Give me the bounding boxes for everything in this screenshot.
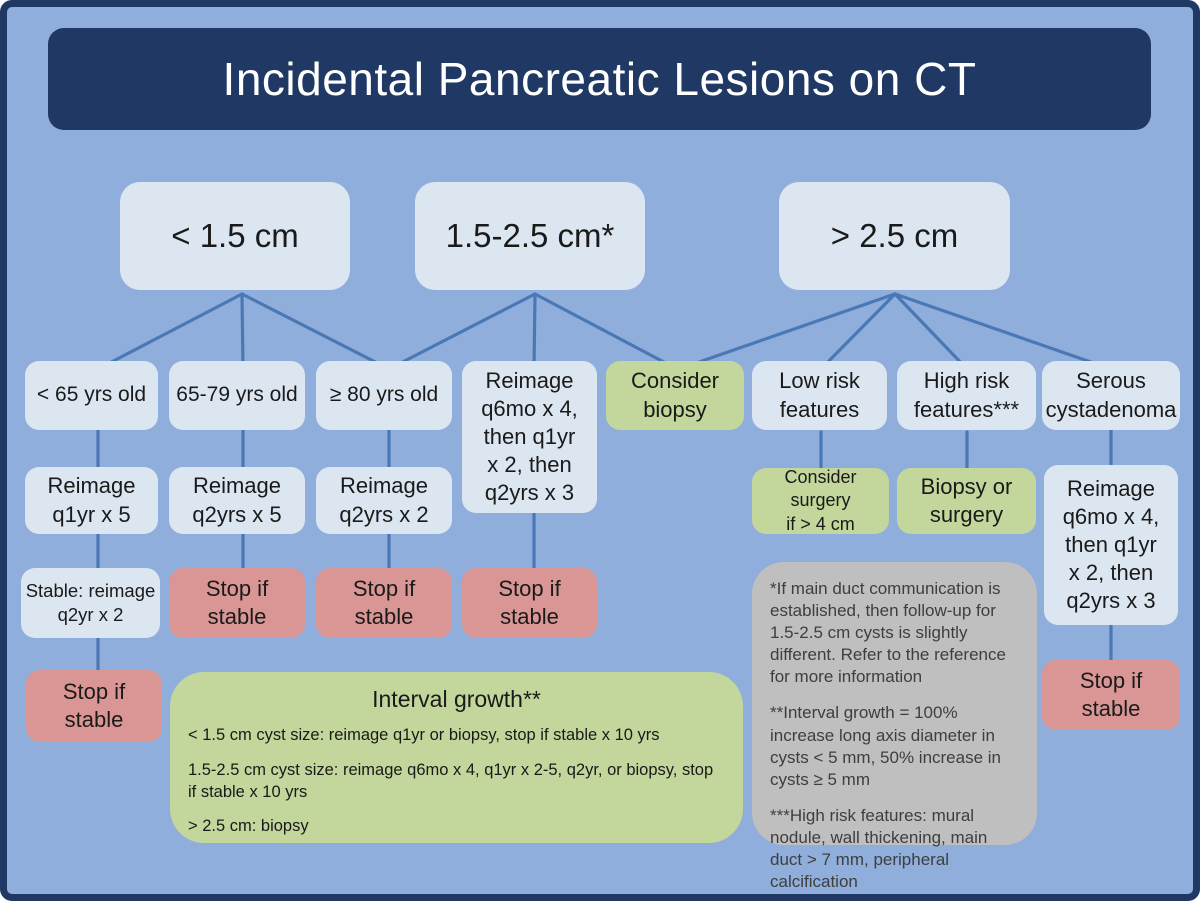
interval-growth-panel: Interval growth** < 1.5 cm cyst size: re… <box>170 672 743 843</box>
node-low-risk-features: Low risk features <box>752 361 887 430</box>
node-serous-cystadenoma: Serous cystadenoma <box>1042 361 1180 430</box>
node-age-65-79: 65-79 yrs old <box>169 361 305 430</box>
connector-line <box>240 292 245 371</box>
connector-line <box>240 292 391 371</box>
footnote-high-risk: ***High risk features: mural nodule, wal… <box>770 805 988 892</box>
connector-line <box>893 292 969 371</box>
interval-growth-title: Interval growth** <box>372 686 541 712</box>
node-stop-if-stable-3: Stop if stable <box>316 568 452 638</box>
node-stop-if-stable-2: Stop if stable <box>169 568 305 638</box>
node-size-1-5-2-5cm: 1.5-2.5 cm* <box>415 182 645 290</box>
node-reimage-q1yr-x5: Reimage q1yr x 5 <box>25 467 158 534</box>
node-age-lt-65: < 65 yrs old <box>25 361 158 430</box>
footnotes-panel: *If main duct communication is establish… <box>752 562 1037 891</box>
node-stop-if-stable-1: Stop if stable <box>26 670 162 742</box>
node-consider-surgery: Consider surgery if > 4 cm <box>752 467 889 534</box>
connector-line <box>893 292 1113 371</box>
node-stop-if-stable-4: Stop if stable <box>462 568 597 638</box>
page-title: Incidental Pancreatic Lesions on CT <box>222 53 977 105</box>
interval-growth-line-2: 1.5-2.5 cm cyst size: reimage q6mo x 4, … <box>188 760 714 801</box>
connector-line <box>96 292 244 371</box>
interval-growth-line-3: > 2.5 cm: biopsy <box>188 817 309 836</box>
node-reimage-q2yrs-x2: Reimage q2yrs x 2 <box>316 467 452 534</box>
connector-line <box>532 292 537 371</box>
node-size-lt-1-5cm: < 1.5 cm <box>120 182 350 290</box>
page-title-bar: Incidental Pancreatic Lesions on CT <box>48 28 1151 130</box>
node-reimage-q2yrs-x5: Reimage q2yrs x 5 <box>169 467 305 534</box>
node-stable-reimage-q2yr-x2: Stable: reimage q2yr x 2 <box>21 568 160 638</box>
node-age-ge-80: ≥ 80 yrs old <box>316 361 452 430</box>
connector-line <box>387 292 537 371</box>
node-stop-if-stable-serous: Stop if stable <box>1042 660 1180 730</box>
node-reimage-1-5-2-5: Reimage q6mo x 4, then q1yr x 2, then q2… <box>462 361 597 513</box>
node-high-risk-features: High risk features*** <box>897 361 1036 430</box>
node-consider-biopsy: Consider biopsy <box>606 361 744 430</box>
connector-line <box>533 292 679 371</box>
interval-growth-line-1: < 1.5 cm cyst size: reimage q1yr or biop… <box>188 726 660 744</box>
connector-line <box>819 292 897 371</box>
connector-line <box>677 292 897 371</box>
node-size-gt-2-5cm: > 2.5 cm <box>779 182 1010 290</box>
node-biopsy-or-surgery: Biopsy or surgery <box>897 468 1036 534</box>
node-reimage-serous: Reimage q6mo x 4, then q1yr x 2, then q2… <box>1044 465 1178 625</box>
footnote-interval-growth: **Interval growth = 100% increase long a… <box>770 703 1002 789</box>
footnote-main-duct: *If main duct communication is establish… <box>770 579 1006 687</box>
